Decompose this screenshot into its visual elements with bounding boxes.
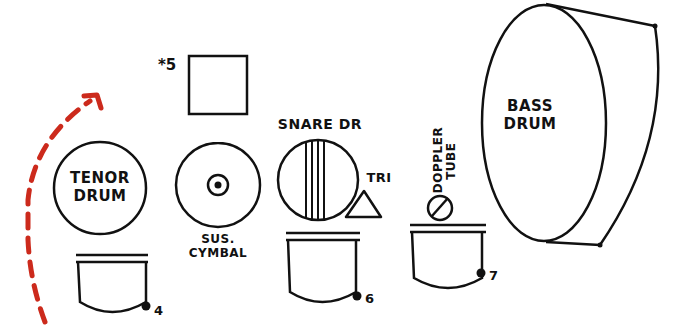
callout-number: 7 (489, 268, 498, 283)
snare-wire (323, 140, 325, 219)
square-block (189, 56, 247, 114)
node-label: SUS. CYMBAL (178, 232, 258, 261)
node-label: DOPPLER TUBE (432, 129, 458, 193)
cymbal-center (215, 182, 222, 189)
node-label: BASS DRUM (490, 97, 570, 133)
stool (76, 255, 148, 312)
tube-stick (432, 198, 448, 216)
movement-path (28, 101, 90, 322)
cymbal-bell (208, 175, 228, 195)
tube-outline (428, 196, 452, 220)
tenor-drum: TENOR DRUM (52, 140, 148, 236)
snare-wire (305, 142, 307, 218)
stool-dot (142, 302, 151, 311)
bass-drum: BASS DRUM (480, 3, 608, 245)
bass-drum-shell (546, 4, 658, 245)
cymbal-outline (176, 143, 260, 227)
callout-number: 6 (365, 291, 374, 306)
node-label: TENOR DRUM (62, 169, 138, 205)
drum-outline (54, 142, 146, 234)
drum-head (482, 5, 606, 241)
triangle-outline (346, 191, 381, 217)
stool-dot (353, 292, 362, 301)
snare-wire (311, 140, 313, 219)
stool-dot (477, 269, 486, 278)
node-label: SNARE DR (270, 116, 370, 133)
suspended-cymbal: SUS. CYMBAL (172, 142, 264, 264)
stool (410, 225, 486, 288)
shell-dot (598, 243, 603, 248)
drum-outline (278, 140, 358, 220)
node-label: TRI (362, 170, 396, 186)
movement-arrowhead (84, 95, 101, 108)
shell-dot (653, 24, 658, 29)
snare-wire (317, 140, 319, 220)
stool (286, 233, 360, 302)
doppler-tube: DOPPLER TUBE (405, 128, 475, 224)
item-number: *5 (158, 56, 176, 74)
triangle: TRI (342, 168, 398, 220)
callout-number: 4 (154, 303, 163, 318)
